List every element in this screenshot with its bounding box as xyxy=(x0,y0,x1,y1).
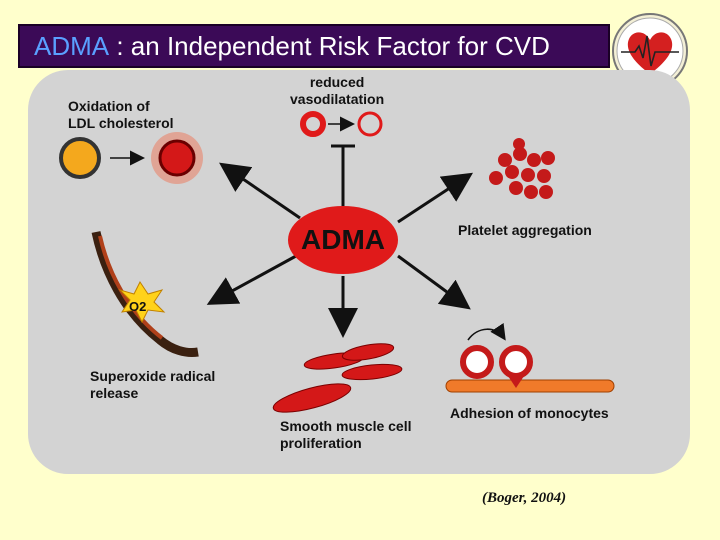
adma-center-node: ADMA xyxy=(288,206,398,274)
title-text: : an Independent Risk Factor for CVD xyxy=(109,30,550,61)
arrow-to-platelet xyxy=(397,172,474,224)
smooth-muscle-cells xyxy=(272,343,403,413)
arrow-to-oxidation xyxy=(219,162,301,220)
label-vasodilatation: reduced vasodilatation xyxy=(290,74,385,107)
title-highlight: ADMA xyxy=(34,30,110,61)
arrow-to-adhesion xyxy=(397,254,471,310)
platelet-cluster xyxy=(489,138,555,199)
slide-title: ADMA : an Independent Risk Factor for CV… xyxy=(18,24,610,68)
superoxide-burst xyxy=(118,281,166,324)
arrow-to-superoxide xyxy=(206,254,297,305)
oxidized-ldl-particle xyxy=(151,132,203,184)
vessel-constricted xyxy=(300,111,326,137)
vessel-dilated xyxy=(357,111,383,137)
label-o2: O2 xyxy=(129,299,147,314)
label-smooth-muscle: Smooth muscle cell proliferation xyxy=(280,418,412,451)
ldl-particle xyxy=(59,137,101,179)
label-superoxide: Superoxide radical release xyxy=(90,368,216,401)
label-oxidation: Oxidation of LDL cholesterol xyxy=(68,98,174,131)
monocyte-adhesion xyxy=(445,322,615,393)
label-adhesion: Adhesion of monocytes xyxy=(450,405,609,421)
heart-ecg-icon xyxy=(612,13,688,89)
citation: (Boger, 2004) xyxy=(482,490,567,506)
label-platelet: Platelet aggregation xyxy=(458,222,592,238)
